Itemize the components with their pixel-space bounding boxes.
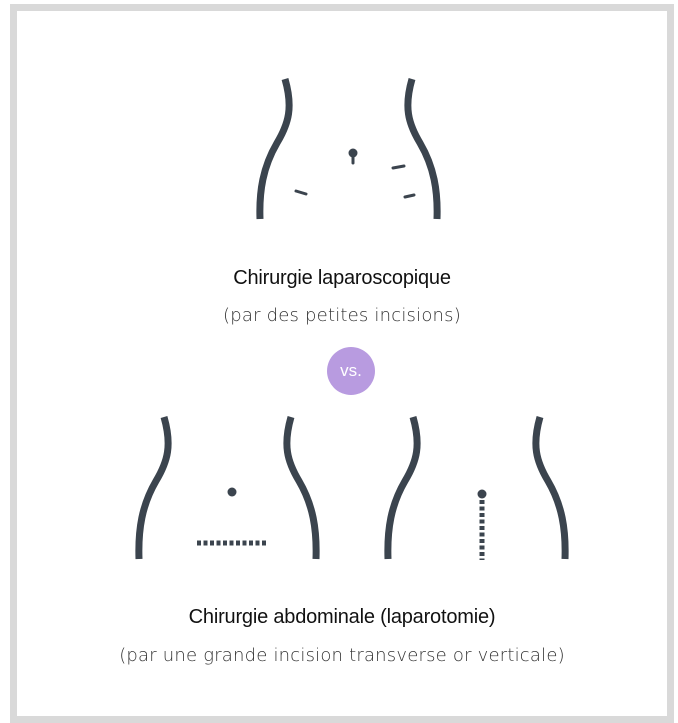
torso-vertical-incision-icon <box>377 409 597 561</box>
laparotomy-subtitle: (par une grande incision transverse or v… <box>17 645 667 666</box>
torso-laparoscopic-icon <box>249 71 469 223</box>
laparoscopy-title: Chirurgie laparoscopique <box>17 267 667 290</box>
versus-badge: vs. <box>327 347 375 395</box>
diagram-card: Chirurgie laparoscopique (par des petite… <box>10 4 674 723</box>
laparoscopy-subtitle: (par des petites incisions) <box>17 305 667 326</box>
torso-transverse-incision-icon <box>128 409 348 561</box>
laparotomy-title: Chirurgie abdominale (laparotomie) <box>17 606 667 629</box>
